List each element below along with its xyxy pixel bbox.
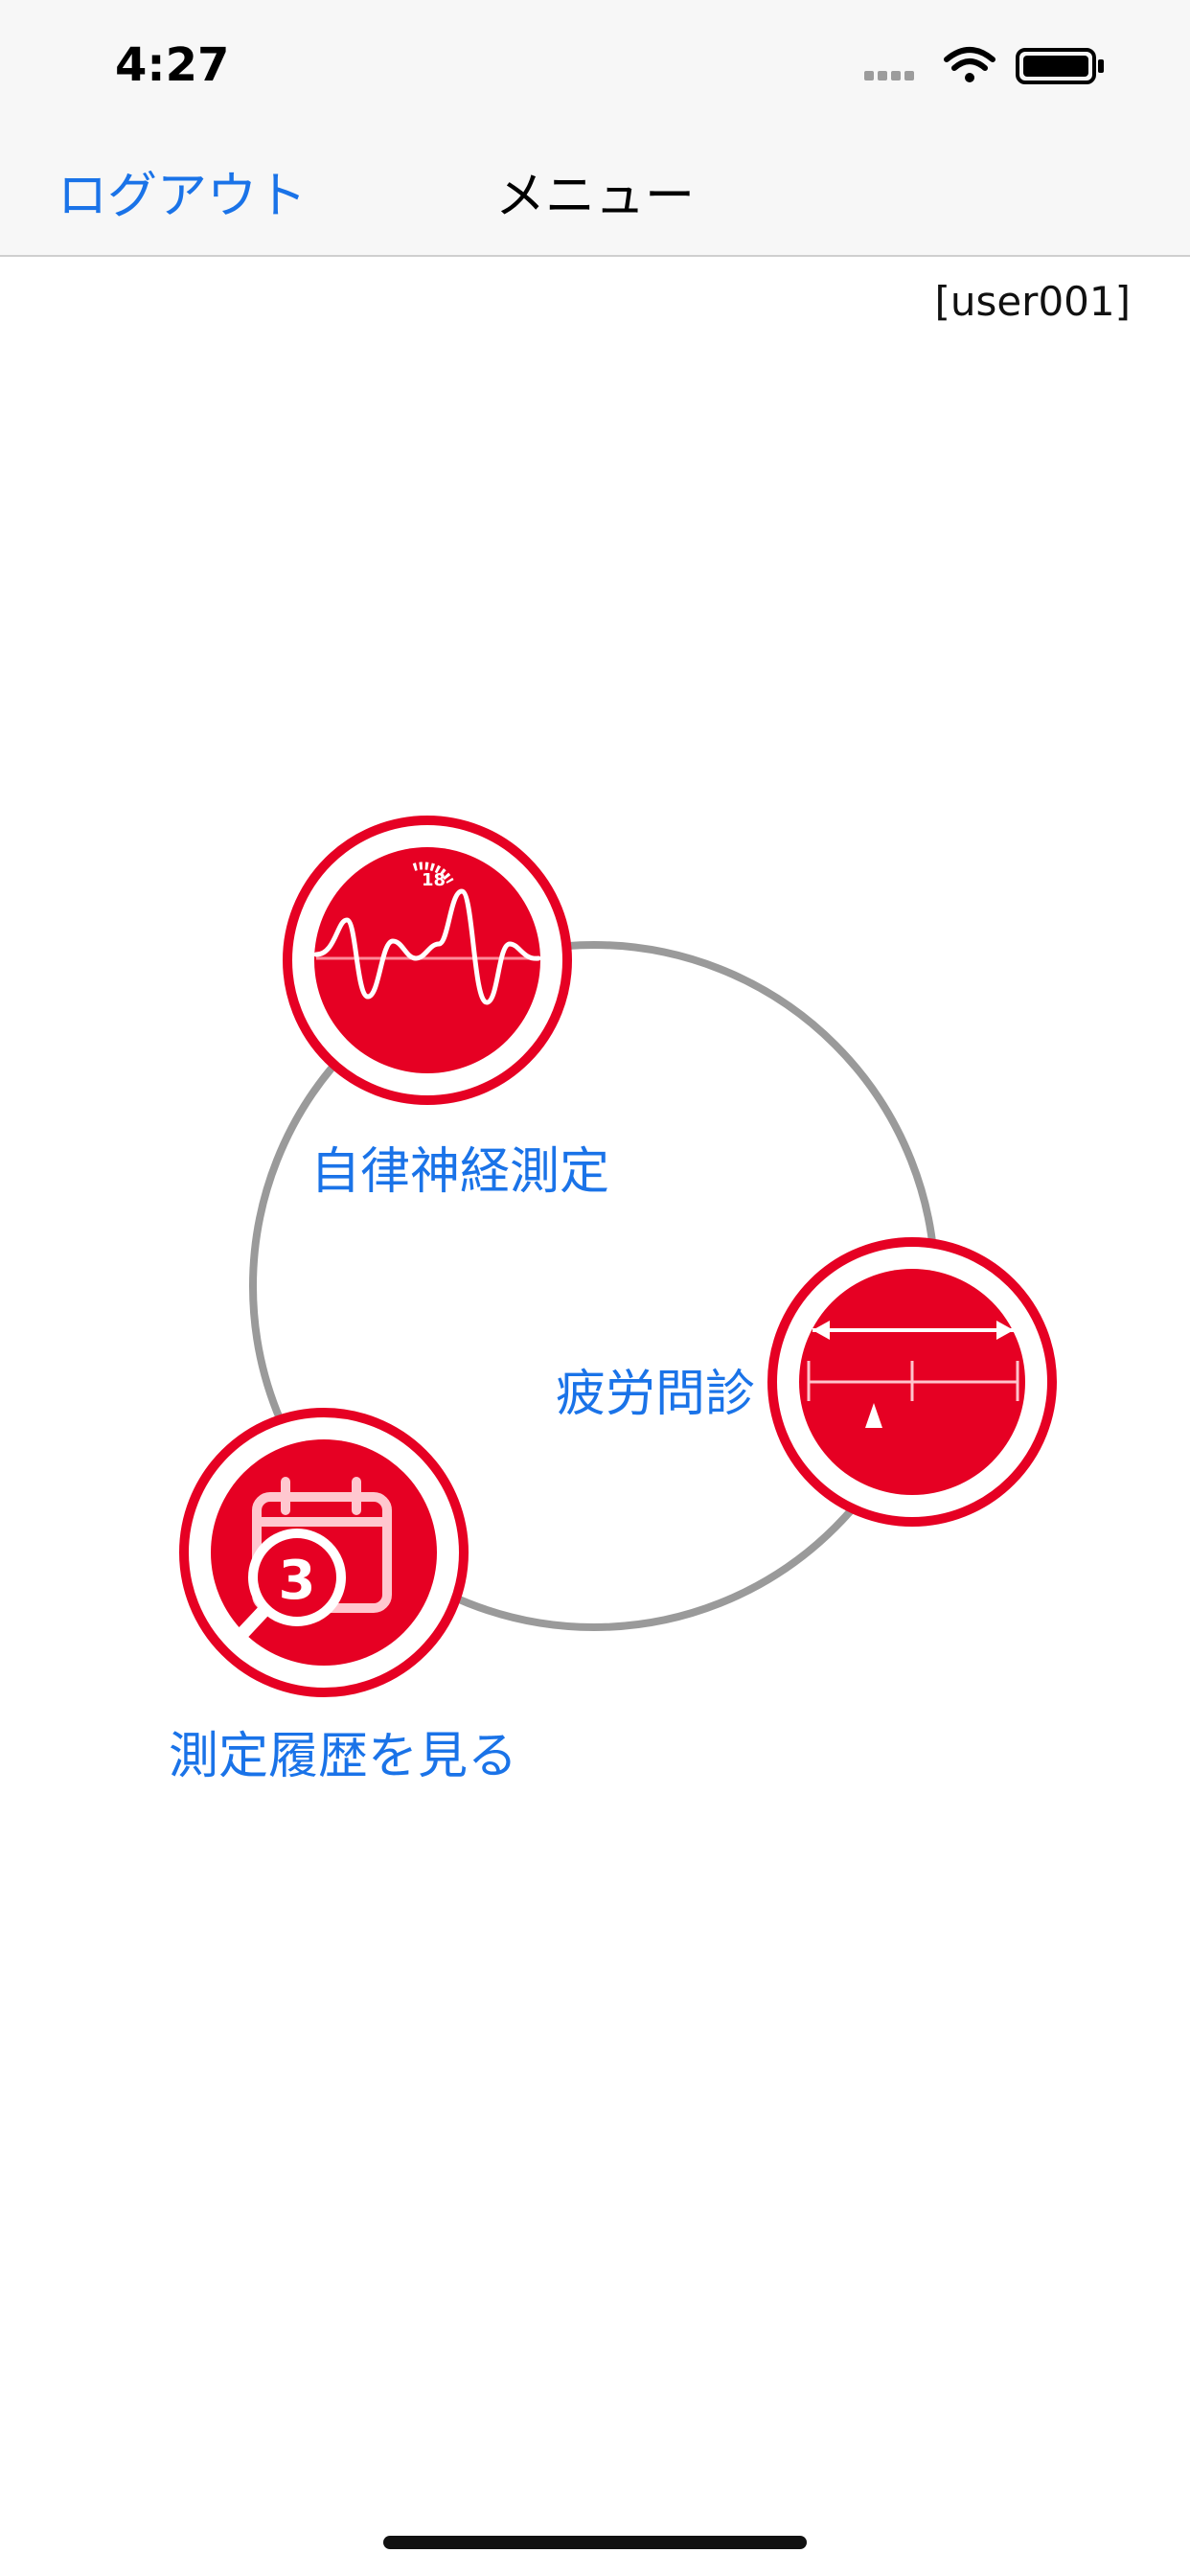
history-badge-number: 3 [279,1550,316,1612]
heart-wave-badge-number: 18 [422,870,446,890]
wifi-icon [944,47,995,82]
calendar-search-icon: 3 [229,1477,392,1647]
autonomic-measure-button[interactable]: 18 [283,816,572,1105]
status-icons [864,47,1104,84]
logout-button[interactable]: ログアウト [57,168,308,225]
fatigue-scale-icon [807,1321,1019,1428]
autonomic-measure-label[interactable]: 自律神経測定 [310,1143,610,1201]
history-label[interactable]: 測定履歴を見る [169,1728,518,1785]
home-indicator[interactable] [383,2536,807,2549]
history-button[interactable]: 3 [179,1408,469,1697]
status-time: 4:27 [115,38,230,92]
user-id-label: [user001] [934,278,1131,325]
heart-wave-icon: 18 [313,862,541,1005]
fatigue-questionnaire-button[interactable] [767,1237,1057,1527]
fatigue-questionnaire-label[interactable]: 疲労問診 [556,1366,756,1423]
signal-icon [864,71,914,80]
battery-icon [1016,48,1104,84]
page-title: メニュー [494,168,695,225]
navigation-bar: ログアウト メニュー [0,96,1190,257]
